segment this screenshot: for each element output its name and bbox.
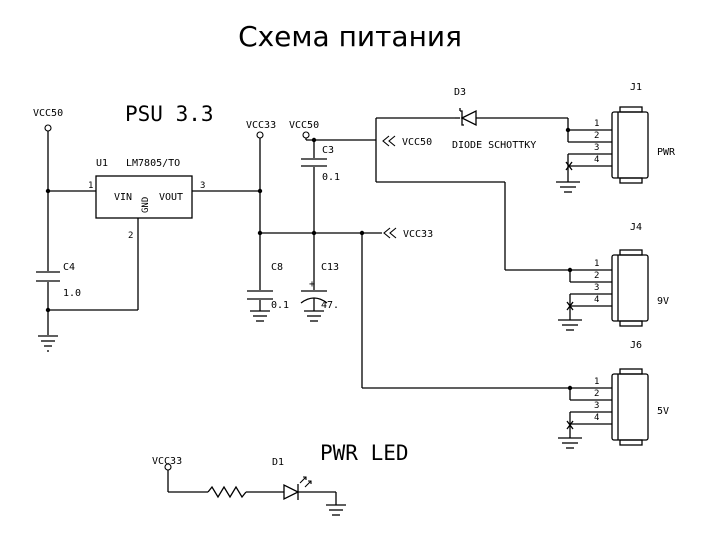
u1-ref: U1	[96, 158, 108, 169]
j6-label: 5V	[657, 406, 669, 417]
psu-label: PSU 3.3	[125, 102, 214, 126]
page-title: Схема питания	[238, 20, 462, 53]
u1-vin: VIN	[114, 192, 132, 203]
vcc50-left-label: VCC50	[33, 108, 63, 119]
j1-pin1: 1	[594, 119, 599, 129]
capacitor-c8: C8 0.1	[247, 262, 289, 311]
d3-part: DIODE SCHOTTKY	[452, 140, 536, 151]
j1-pin3: 3	[594, 143, 599, 153]
ground-j6	[558, 420, 582, 449]
vcc33-led-label: VCC33	[152, 456, 182, 467]
c13-plus: +	[309, 279, 315, 290]
connector-j6: J6 1 2 3 4 5V	[558, 340, 669, 449]
c4-label: C4	[63, 262, 75, 273]
vcc50-top-net: VCC50 C3 0.1 + C13 47. VCC50	[289, 120, 432, 322]
led-d1: D1	[272, 457, 312, 501]
j4-ref: J4	[630, 222, 642, 233]
regulator-u1: U1 LM7805/TO VIN GND VOUT 2 3	[95, 158, 260, 310]
j4-pin2: 2	[594, 271, 599, 281]
j1-label: PWR	[657, 147, 676, 158]
c8-label: C8	[271, 262, 283, 273]
vcc50-top-label: VCC50	[289, 120, 319, 131]
j1-pin4: 4	[594, 155, 599, 165]
vcc33-top-label: VCC33	[246, 120, 276, 131]
u1-gnd: GND	[141, 197, 151, 213]
capacitor-c4: C4 1.0	[36, 262, 81, 299]
vcc50-left-net: VCC50 1 C4 1.0	[33, 108, 138, 352]
pwr-led-label: PWR LED	[320, 441, 409, 465]
connector-j4: J4 1 2 3 4 9V	[558, 222, 669, 331]
led-circuit: VCC33 D1	[152, 456, 346, 516]
c4-value: 1.0	[63, 288, 81, 299]
j6-pin4: 4	[594, 413, 599, 423]
u1-pin3-label: 3	[200, 181, 205, 191]
j6-ref: J6	[630, 340, 642, 351]
capacitor-c3: C3 0.1	[301, 145, 340, 183]
c13-label: C13	[321, 262, 339, 273]
d1-ref: D1	[272, 457, 284, 468]
ground-led	[326, 504, 346, 516]
ground-j1	[556, 161, 580, 193]
ground-j4	[558, 301, 582, 331]
c3-label: C3	[322, 145, 334, 156]
j4-pin4: 4	[594, 295, 599, 305]
vcc50-port: VCC50	[382, 135, 432, 148]
vcc50-port-label: VCC50	[402, 137, 432, 148]
connector-j1: J1 1 2 3 4 PWR	[556, 82, 676, 193]
ground-c4	[38, 335, 58, 352]
u1-vout: VOUT	[159, 192, 183, 203]
ground-c13	[304, 310, 324, 322]
d3-ref: D3	[454, 87, 466, 98]
j4-pin1: 1	[594, 259, 599, 269]
c13-value: 47.	[321, 300, 339, 311]
j1-pin2: 2	[594, 131, 599, 141]
j6-pin2: 2	[594, 389, 599, 399]
trunk-wires	[359, 117, 570, 389]
resistor	[207, 485, 247, 499]
u1-pin1-label: 1	[88, 181, 93, 191]
vcc33-net: VCC33 C8 0.1 VCC33	[246, 120, 433, 322]
c8-value: 0.1	[271, 300, 289, 311]
diode-d3: D3 DIODE SCHOTTKY	[452, 87, 568, 151]
j4-label: 9V	[657, 296, 669, 307]
j4-pin3: 3	[594, 283, 599, 293]
capacitor-c13: + C13 47.	[300, 262, 339, 311]
vcc33-port: VCC33	[383, 227, 433, 240]
vcc33-port-label: VCC33	[403, 229, 433, 240]
j6-pin1: 1	[594, 377, 599, 387]
c3-value: 0.1	[322, 172, 340, 183]
u1-part: LM7805/TO	[126, 158, 180, 169]
u1-pin2-label: 2	[128, 231, 133, 241]
j6-pin3: 3	[594, 401, 599, 411]
j1-ref: J1	[630, 82, 642, 93]
ground-c8	[250, 310, 270, 322]
